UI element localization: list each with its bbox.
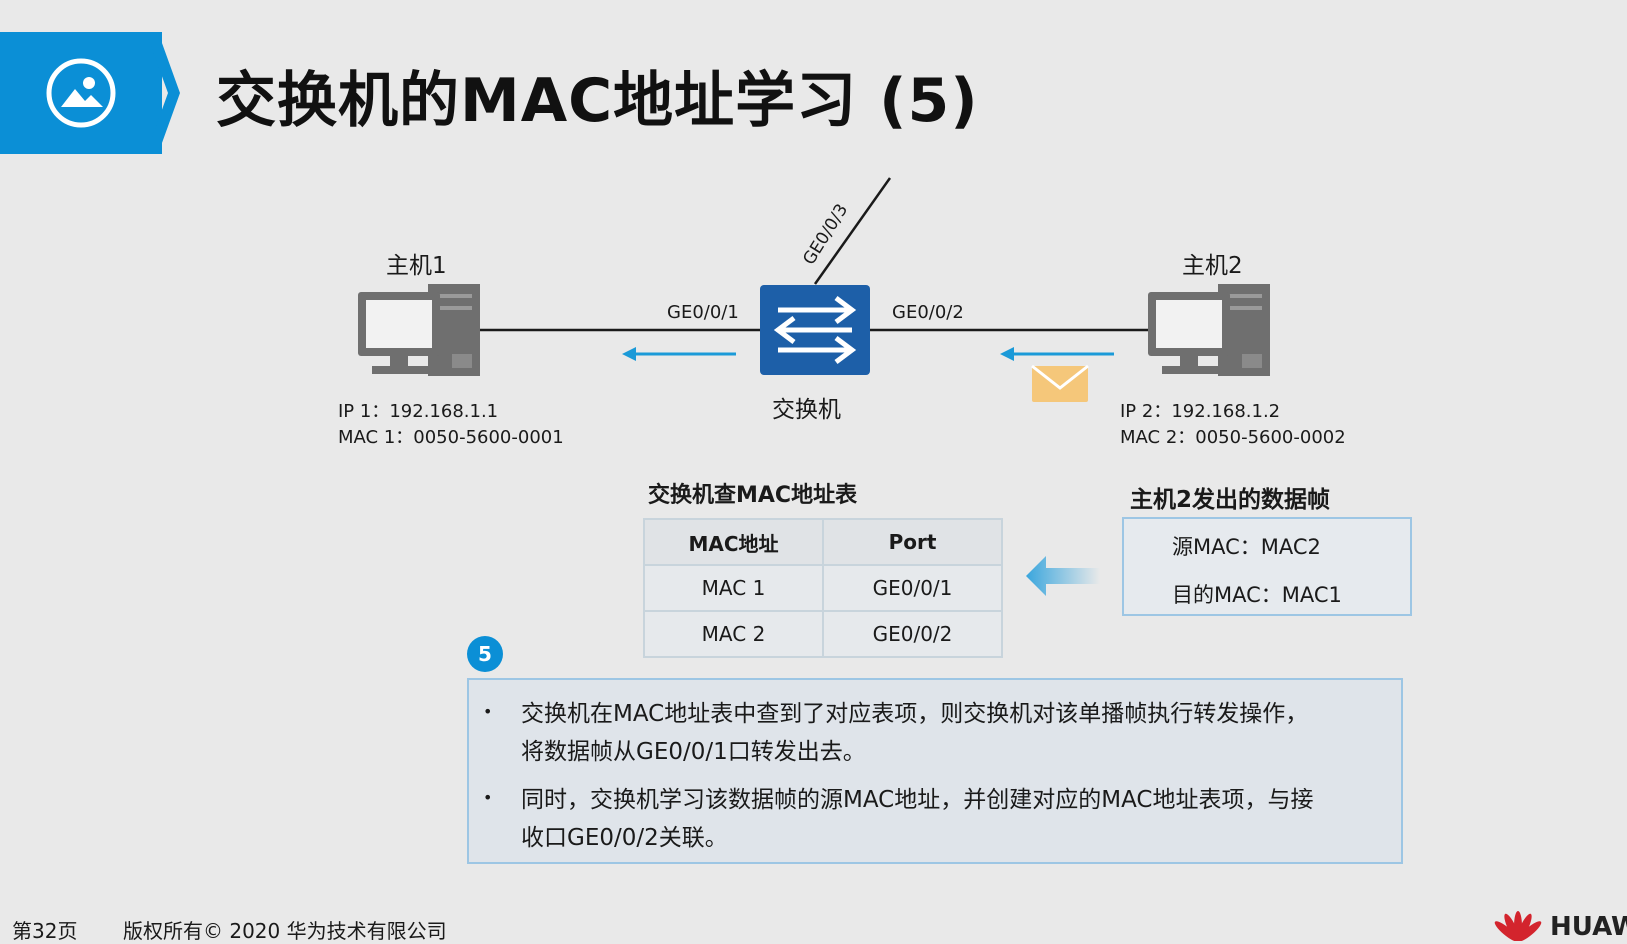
table-cell-mac: MAC 2 [643,610,824,658]
switch-icon [760,285,870,375]
bullet-marker: • [483,788,493,807]
computer-icon-host2 [1148,284,1270,376]
host1-ip: IP 1：192.168.1.1 [338,401,499,422]
page-title: 交换机的MAC地址学习 (5) [216,66,979,136]
host2-mac: MAC 2：0050-5600-0002 [1120,427,1346,448]
huawei-logo-icon [1494,911,1542,941]
explanation-box: • 交换机在MAC地址表中查到了对应表项，则交换机对该单播帧执行转发操作， 将数… [467,678,1403,864]
table-cell-mac: MAC 1 [643,564,824,612]
frame-src-mac: 源MAC：MAC2 [1172,535,1321,559]
frame-title: 主机2发出的数据帧 [1130,487,1331,513]
image-icon [46,58,116,128]
page-number: 第32页 [12,919,78,943]
step-number-badge: 5 [467,636,503,672]
forward-arrow-right [1000,347,1114,361]
mac-address-table: MAC地址 Port MAC 1 GE0/0/1 MAC 2 GE0/0/2 [643,518,1003,658]
table-cell-port: GE0/0/1 [822,564,1003,612]
mac-table-header-mac: MAC地址 [643,518,824,566]
brand-name: HUAW [1550,912,1627,942]
switch-name: 交换机 [772,397,841,423]
frame-box: 源MAC：MAC2 目的MAC：MAC1 [1122,517,1412,616]
bullet-1-line-1: 交换机在MAC地址表中查到了对应表项，则交换机对该单播帧执行转发操作， [521,701,1309,727]
host1-mac: MAC 1：0050-5600-0001 [338,427,564,448]
table-row: MAC 1 GE0/0/1 [643,564,1003,612]
bullet-2-line-1: 同时，交换机学习该数据帧的源MAC地址，并创建对应的MAC地址表项，与接 [521,787,1314,813]
bullet-1-line-2: 将数据帧从GE0/0/1口转发出去。 [521,739,866,765]
port-label-ge002: GE0/0/2 [892,302,964,323]
banner-chevron [146,32,180,154]
port-label-ge003: GE0/0/3 [799,201,852,269]
title-banner [0,32,162,154]
frame-dst-mac: 目的MAC：MAC1 [1172,583,1342,607]
lookup-arrow-icon [1026,556,1100,596]
bullet-marker: • [483,702,493,721]
bullet-2-line-2: 收口GE0/0/2关联。 [521,825,728,851]
mac-table-header-port: Port [822,518,1003,566]
computer-icon-host1 [358,284,480,376]
host2-ip: IP 2：192.168.1.2 [1120,401,1281,422]
link-switch-ge003 [813,177,892,285]
copyright-text: 版权所有© 2020 华为技术有限公司 [123,919,447,943]
mac-table-title: 交换机查MAC地址表 [648,483,858,508]
host2-name: 主机2 [1182,253,1243,279]
envelope-icon [1031,364,1089,402]
table-row: MAC 2 GE0/0/2 [643,610,1003,658]
port-label-ge001: GE0/0/1 [667,302,739,323]
table-cell-port: GE0/0/2 [822,610,1003,658]
forward-arrow-left [622,347,736,361]
host1-name: 主机1 [386,253,447,279]
